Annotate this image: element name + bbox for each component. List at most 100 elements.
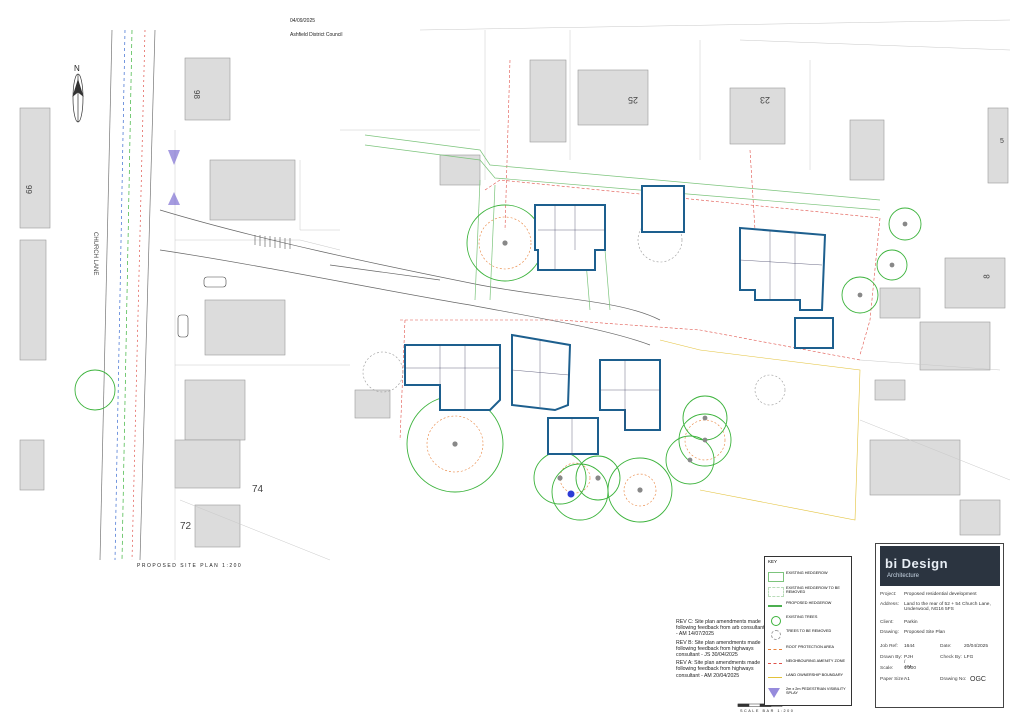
house-number: 8: [982, 274, 992, 279]
legend-swatch: [771, 616, 781, 626]
legend-item: 2m x 2m PEDESTRIAN VISIBILITY SPLAY: [768, 685, 850, 699]
legend-swatch: [768, 677, 782, 678]
revision-notes: REV C: Site plan amendments made followi…: [676, 619, 766, 681]
building: [959, 499, 1001, 536]
tree-removed: [362, 351, 404, 393]
legend-item: EXISTING HEDGEROW TO BE REMOVED: [768, 584, 850, 598]
garage-plot-3: [547, 417, 599, 455]
proposed-dwellings: [404, 185, 834, 455]
building: [729, 87, 786, 145]
access-road: [159, 209, 661, 346]
tree-removed: [754, 374, 786, 406]
council-name: Ashfield District Council: [290, 32, 343, 38]
site-boundary: [399, 59, 881, 441]
building: [19, 107, 51, 229]
house-number: 98: [191, 90, 201, 99]
scale-bar-caption: SCALE BAR 1:200: [740, 709, 795, 713]
plan-caption: PROPOSED SITE PLAN 1:200: [137, 563, 243, 569]
firm-subtitle: Architecture: [887, 573, 920, 579]
tree: [607, 457, 673, 523]
paper-size-row: Paper Size:A1: [880, 677, 910, 682]
building: [19, 239, 47, 361]
firm-name: bi Design: [885, 556, 949, 571]
legend: KEY EXISTING HEDGEROW EXISTING HEDGEROW …: [764, 556, 852, 706]
north-arrow: [72, 73, 84, 123]
job-ref-row: Job Ref:1644: [880, 644, 915, 649]
parked-cars: [177, 276, 227, 338]
legend-swatch: [768, 649, 782, 650]
tree-removed: [637, 217, 683, 263]
church-lane-label: CHURCH LANE: [92, 232, 98, 276]
north-label: N: [74, 64, 80, 73]
house-number: 5: [1000, 138, 1004, 145]
building: [577, 69, 649, 126]
legend-item: EXISTING TREES: [768, 613, 850, 627]
parking-bays: [254, 235, 291, 249]
garage-plot-2: [794, 317, 834, 349]
building: [869, 439, 961, 496]
drawing-no-row: Drawing No:OGC: [940, 676, 986, 683]
legend-item: PROPOSED HEDGEROW: [768, 599, 850, 613]
tree: [888, 207, 922, 241]
tree-trunks: [452, 221, 908, 493]
drawing-date: 04/09/2025: [290, 18, 316, 24]
house-number: 74: [252, 484, 264, 495]
visibility-splays: [168, 150, 180, 205]
car: [203, 276, 227, 288]
building: [529, 59, 567, 143]
tree: [74, 369, 116, 411]
car: [177, 314, 189, 338]
check-by-row: Check By:LFG: [940, 655, 974, 660]
revision-b: REV B: Site plan amendments made followi…: [676, 639, 761, 659]
building: [439, 154, 481, 186]
tree: [575, 455, 621, 501]
building: [987, 107, 1009, 184]
building: [874, 379, 906, 401]
house-number: 72: [180, 521, 192, 532]
building: [184, 57, 231, 121]
firm-logo: bi Design Architecture: [880, 546, 1000, 586]
dwelling-plot-2: [739, 226, 827, 311]
legend-swatch: [768, 572, 784, 582]
scale-row: Scale:1:200: [880, 666, 917, 671]
neighbouring-buildings: [19, 57, 1009, 548]
building: [194, 504, 241, 548]
revision-c: REV C: Site plan amendments made followi…: [676, 619, 765, 638]
revision-a: REV A: Site plan amendments made followi…: [676, 660, 761, 679]
client-row: Client:Parkin: [880, 620, 918, 625]
ownership-boundary: [659, 339, 861, 521]
building: [19, 439, 45, 491]
parcel-lines: [174, 19, 1011, 561]
building: [919, 321, 991, 371]
tree: [876, 249, 908, 281]
house-number: 23: [760, 95, 771, 105]
legend-item: ROOT PROTECTION AREA: [768, 643, 850, 657]
tree: [551, 463, 609, 521]
legend-swatch: [768, 587, 784, 597]
tree: [665, 435, 715, 485]
building: [209, 159, 296, 221]
legend-swatch: [768, 688, 780, 698]
drawing-row: Drawing:Proposed Site Plan: [880, 630, 946, 635]
building: [849, 119, 885, 181]
legend-title: KEY: [768, 559, 778, 564]
building: [174, 439, 241, 489]
garage-plot-1: [641, 185, 685, 233]
legend-item: TREES TO BE REMOVED: [768, 627, 850, 641]
building: [184, 379, 246, 441]
dwelling-interiors: [405, 205, 823, 454]
building: [879, 287, 921, 319]
house-number: 99: [23, 185, 33, 194]
dwelling-plot-3: [404, 344, 501, 411]
legend-swatch: [768, 605, 782, 607]
drawn-by-row: Drawn By:PJH / AM: [880, 655, 914, 670]
dwelling-plot-1: [534, 204, 606, 271]
address-row: Address:Land to the rear of 52 + 54 Chur…: [880, 602, 991, 613]
church-lane-road: [99, 29, 156, 561]
legend-swatch: [771, 630, 781, 640]
legend-item: NEIGHBOURING AMENITY ZONE: [768, 657, 850, 671]
tree: [678, 413, 732, 467]
legend-item: LAND OWNERSHIP BOUNDARY: [768, 671, 850, 685]
dwelling-plot-5: [599, 359, 661, 431]
